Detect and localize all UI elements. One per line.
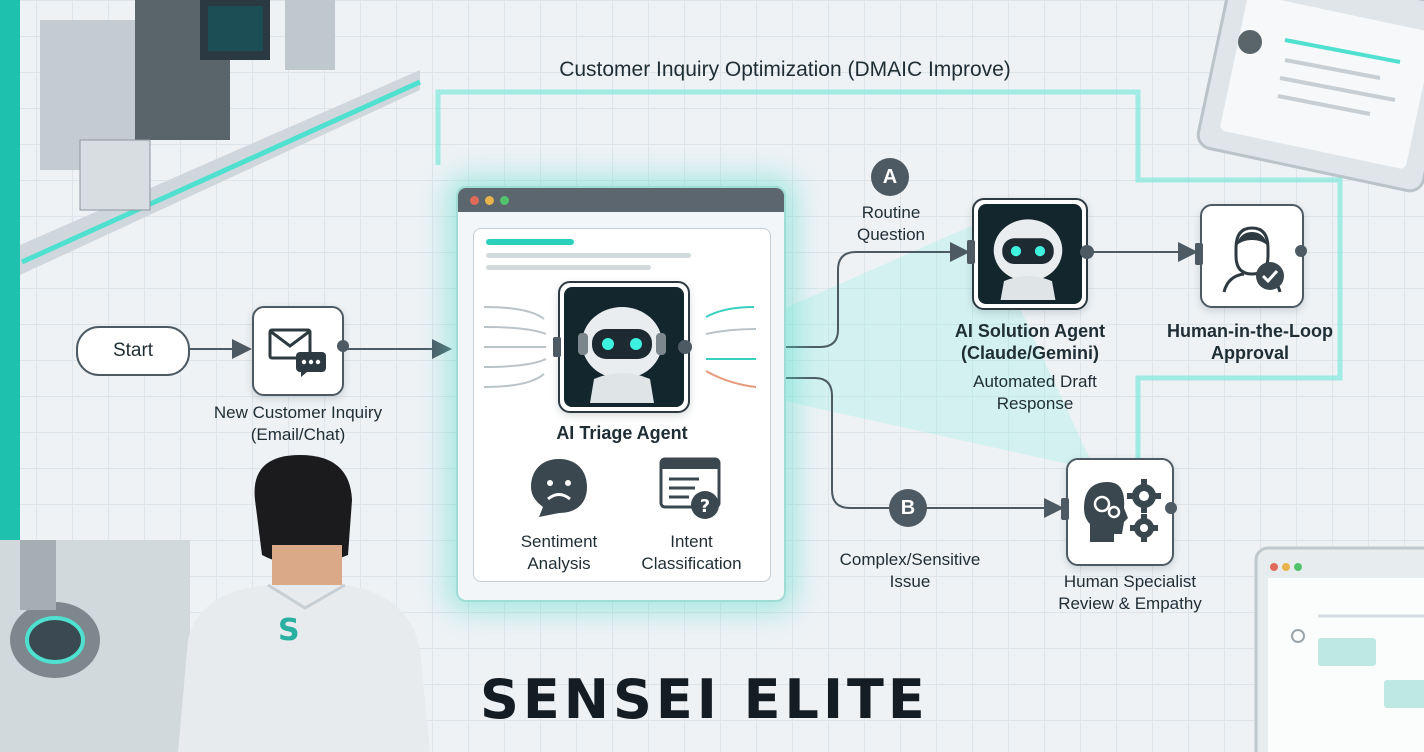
diagram-title: Customer Inquiry Optimization (DMAIC Imp… bbox=[440, 58, 1130, 82]
robot-icon bbox=[978, 204, 1082, 304]
approval-label-line1: Human-in-the-Loop bbox=[1150, 320, 1350, 342]
start-label: Start bbox=[113, 340, 153, 362]
window-titlebar bbox=[458, 188, 784, 212]
branch-a-marker: A bbox=[871, 158, 909, 196]
solution-agent-label: AI Solution Agent (Claude/Gemini) bbox=[930, 320, 1130, 364]
branch-a-label: Routine Question bbox=[830, 202, 952, 246]
solution-output-port bbox=[1080, 245, 1094, 259]
branch-a-label-line1: Routine bbox=[830, 202, 952, 224]
solution-agent-label-line2: (Claude/Gemini) bbox=[930, 342, 1130, 364]
triage-window: AI Triage Agent ? Sentiment Analysis Int… bbox=[456, 186, 786, 602]
branch-b-marker: B bbox=[889, 489, 927, 527]
envelope-chat-icon bbox=[268, 324, 328, 378]
inquiry-label-line1: New Customer Inquiry bbox=[186, 402, 410, 424]
placeholder-line bbox=[486, 253, 691, 258]
form-question-icon: ? bbox=[659, 457, 723, 523]
branch-a-label-line2: Question bbox=[830, 224, 952, 246]
solution-input-port bbox=[967, 240, 975, 264]
solution-agent-node bbox=[972, 198, 1088, 310]
brand-wordmark: SENSEI ELITE bbox=[480, 668, 950, 738]
svg-text:?: ? bbox=[700, 496, 710, 517]
branch-b-label: Complex/Sensitive Issue bbox=[820, 549, 1000, 593]
solution-agent-sublabel-line1: Automated Draft bbox=[940, 371, 1130, 393]
triage-output-port bbox=[678, 340, 692, 354]
placeholder-line bbox=[486, 265, 651, 270]
branch-b-label-line2: Issue bbox=[820, 571, 1000, 593]
sentiment-label-line2: Analysis bbox=[494, 553, 624, 575]
inquiry-port bbox=[337, 340, 349, 352]
specialist-label: Human Specialist Review & Empathy bbox=[1030, 571, 1230, 615]
triage-input-port bbox=[553, 337, 561, 357]
approval-output-port bbox=[1295, 245, 1307, 257]
triage-panel: AI Triage Agent ? Sentiment Analysis Int… bbox=[473, 228, 771, 582]
accent-line bbox=[486, 239, 574, 245]
solution-agent-label-line1: AI Solution Agent bbox=[930, 320, 1130, 342]
solution-agent-sublabel-line2: Response bbox=[940, 393, 1130, 415]
sentiment-label: Sentiment Analysis bbox=[494, 531, 624, 575]
triage-label: AI Triage Agent bbox=[514, 422, 730, 444]
inquiry-label-line2: (Email/Chat) bbox=[186, 424, 410, 446]
start-node: Start bbox=[76, 326, 190, 376]
sad-face-icon bbox=[529, 457, 589, 519]
specialist-label-line2: Review & Empathy bbox=[1030, 593, 1230, 615]
sentiment-label-line1: Sentiment bbox=[494, 531, 624, 553]
inquiry-label: New Customer Inquiry (Email/Chat) bbox=[186, 402, 410, 446]
solution-agent-sublabel: Automated Draft Response bbox=[940, 371, 1130, 415]
window-maximize-dot bbox=[500, 196, 509, 205]
user-check-icon bbox=[1214, 218, 1290, 294]
approval-node bbox=[1200, 204, 1304, 308]
specialist-input-port bbox=[1061, 498, 1069, 520]
inquiry-node bbox=[252, 306, 344, 396]
specialist-node bbox=[1066, 458, 1174, 566]
approval-label-line2: Approval bbox=[1150, 342, 1350, 364]
intent-label: Intent Classification bbox=[624, 531, 759, 575]
window-minimize-dot bbox=[485, 196, 494, 205]
specialist-label-line1: Human Specialist bbox=[1030, 571, 1230, 593]
approval-input-port bbox=[1195, 243, 1203, 265]
triage-agent-node bbox=[558, 281, 690, 413]
specialist-output-port bbox=[1165, 502, 1177, 514]
window-close-dot bbox=[470, 196, 479, 205]
intent-label-line2: Classification bbox=[624, 553, 759, 575]
intent-label-line1: Intent bbox=[624, 531, 759, 553]
branch-b-label-line1: Complex/Sensitive bbox=[820, 549, 1000, 571]
robot-icon bbox=[564, 287, 684, 407]
head-gears-icon bbox=[1078, 474, 1162, 550]
approval-label: Human-in-the-Loop Approval bbox=[1150, 320, 1350, 364]
